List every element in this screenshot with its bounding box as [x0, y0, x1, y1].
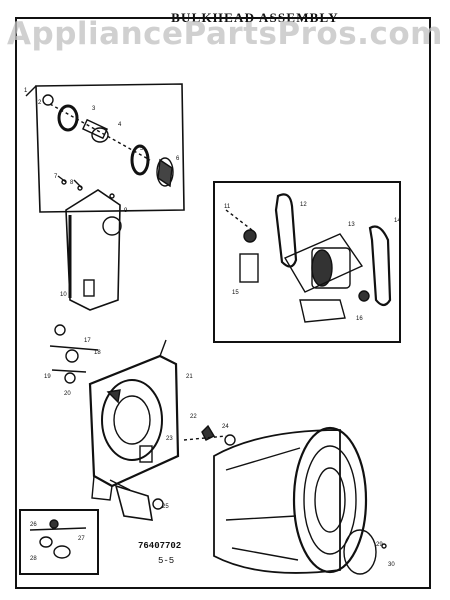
svg-text:3: 3 — [92, 106, 96, 112]
page-number-label: 5-5 — [158, 556, 175, 566]
bottom-left-inset — [19, 509, 99, 575]
blower-part — [109, 479, 164, 521]
diagram-title: BULKHEAD ASSEMBLY — [171, 10, 339, 25]
svg-text:18: 18 — [94, 350, 101, 356]
svg-text:29: 29 — [376, 542, 383, 548]
roller-parts — [49, 324, 99, 384]
svg-text:22: 22 — [190, 414, 197, 420]
svg-text:21: 21 — [186, 374, 193, 380]
svg-text:20: 20 — [64, 391, 71, 397]
motor-inset — [213, 181, 401, 343]
svg-text:28: 28 — [30, 556, 37, 562]
svg-text:1: 1 — [24, 88, 28, 94]
svg-text:16: 16 — [356, 316, 363, 322]
svg-text:11: 11 — [224, 204, 231, 210]
svg-text:9: 9 — [124, 208, 128, 214]
svg-text:4: 4 — [118, 122, 122, 128]
idler-bracket — [57, 175, 122, 311]
svg-text:8: 8 — [70, 180, 74, 186]
svg-text:30: 30 — [388, 562, 395, 568]
svg-text:2: 2 — [38, 100, 42, 106]
svg-text:14: 14 — [394, 218, 401, 224]
svg-text:5: 5 — [140, 146, 144, 152]
part-number-label: 76407702 — [138, 541, 182, 551]
diagram-frame — [15, 17, 431, 589]
top-left-inset — [25, 83, 185, 213]
svg-text:26: 26 — [30, 522, 37, 528]
drum-assembly — [183, 424, 387, 575]
svg-text:15: 15 — [232, 290, 239, 296]
svg-text:13: 13 — [348, 222, 355, 228]
svg-text:6: 6 — [176, 156, 180, 162]
svg-text:27: 27 — [78, 536, 85, 542]
svg-text:19: 19 — [44, 374, 51, 380]
bulkhead-plate — [88, 339, 180, 501]
svg-text:7: 7 — [54, 174, 58, 180]
svg-text:25: 25 — [162, 504, 169, 510]
svg-text:17: 17 — [84, 338, 91, 344]
svg-text:23: 23 — [166, 436, 173, 442]
svg-text:24: 24 — [222, 424, 229, 430]
svg-text:10: 10 — [60, 292, 67, 298]
svg-text:12: 12 — [300, 202, 307, 208]
